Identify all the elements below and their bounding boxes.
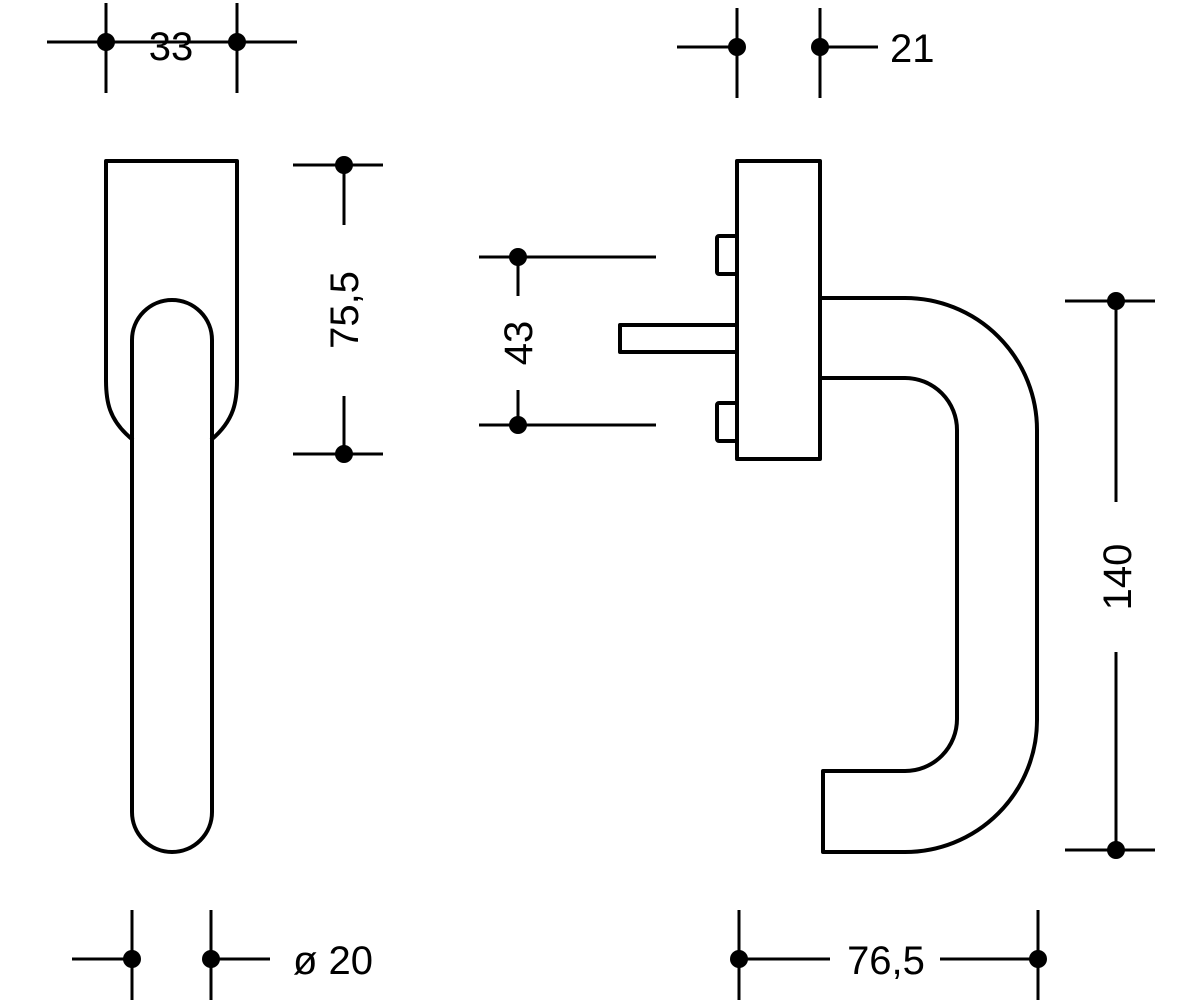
- front-grip-outline: [130, 298, 214, 854]
- dimension-handle-height: 140: [1065, 292, 1155, 859]
- label-33: 33: [149, 25, 194, 69]
- lower-screw-head: [715, 401, 739, 443]
- upper-screw-head: [715, 234, 739, 276]
- label-140: 140: [1096, 544, 1140, 611]
- dimension-rose-height: 75,5: [293, 156, 383, 463]
- label-76-5: 76,5: [847, 939, 925, 983]
- dimension-spindle-offset: 43: [479, 248, 656, 434]
- dimension-handle-projection: 76,5: [730, 910, 1047, 1000]
- label-43: 43: [497, 321, 541, 366]
- front-view: [104, 159, 239, 854]
- side-view: [618, 159, 1039, 854]
- dimension-grip-diameter: ø 20: [72, 910, 373, 1000]
- side-rose-plate: [735, 159, 822, 461]
- label-diameter-20: ø 20: [293, 939, 373, 983]
- dimension-depth-21: 21: [677, 8, 935, 98]
- label-21: 21: [890, 27, 935, 71]
- side-lever-outline: [820, 296, 1039, 854]
- spindle: [618, 323, 739, 354]
- dimension-width-33: 33: [47, 3, 297, 93]
- label-75-5: 75,5: [323, 271, 367, 349]
- front-rose-outline: [104, 159, 239, 442]
